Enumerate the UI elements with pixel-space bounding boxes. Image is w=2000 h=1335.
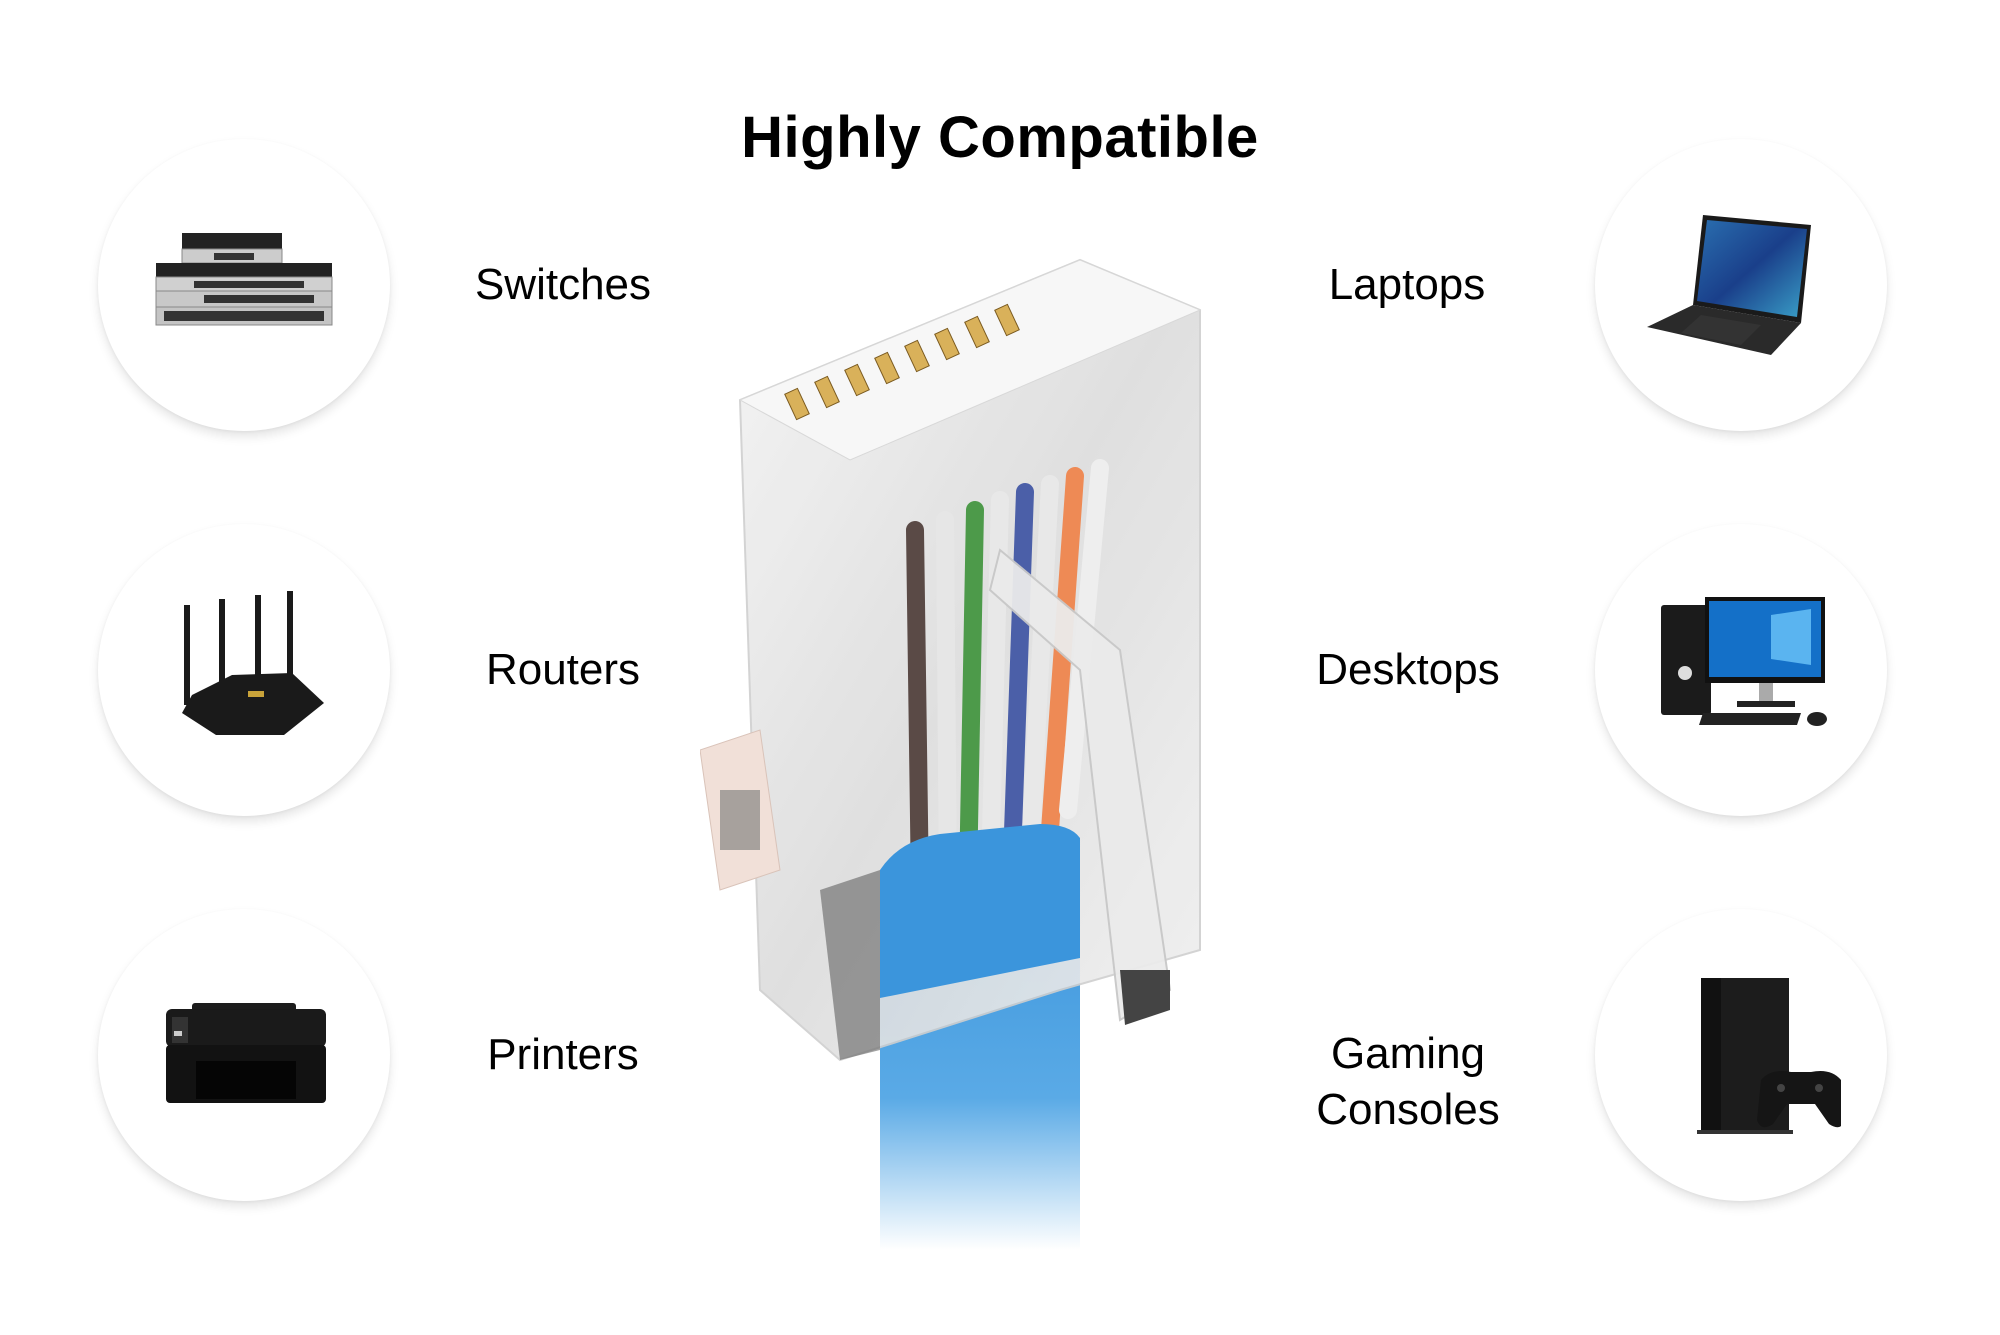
printers-circle (98, 909, 390, 1201)
desktops-circle (1595, 524, 1887, 816)
laptops-circle (1595, 139, 1887, 431)
switches-label: Switches (474, 260, 652, 309)
gaming-consoles-circle (1595, 909, 1887, 1201)
game-console-icon (1697, 978, 1841, 1134)
wifi-router-icon (182, 591, 324, 735)
gaming-consoles-label-line1: Gaming (1330, 1029, 1486, 1078)
printer-icon (166, 1003, 326, 1103)
gaming-consoles-label-line2: Consoles (1316, 1085, 1500, 1134)
gold-contacts (784, 303, 1020, 421)
routers-circle (98, 524, 390, 816)
desktop-computer-icon (1661, 597, 1827, 726)
desktops-label: Desktops (1316, 645, 1500, 694)
gaming-consoles-label: Gaming Consoles (1248, 1026, 1568, 1138)
switches-circle (98, 139, 390, 431)
routers-label: Routers (485, 645, 641, 694)
network-switch-icon (155, 233, 333, 326)
laptops-label: Laptops (1328, 260, 1486, 309)
laptop-icon (1647, 215, 1811, 355)
latch (988, 548, 1172, 1022)
rj45-connector-illustration (700, 258, 1202, 1250)
printers-label: Printers (487, 1030, 639, 1079)
page-title: Highly Compatible (741, 105, 1259, 170)
